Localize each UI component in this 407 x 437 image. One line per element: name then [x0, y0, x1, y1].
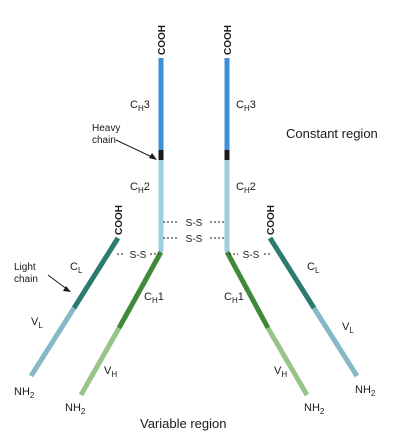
left-vh-label: VH: [104, 365, 117, 379]
right-vh-segment: [268, 328, 307, 395]
variable-region-label: Variable region: [140, 416, 226, 431]
right-heavy-nh2: NH2: [304, 402, 325, 416]
left-heavy-nh2: NH2: [65, 402, 86, 416]
right-light-nh2: NH2: [355, 384, 376, 398]
right-ch2-label: CH2: [236, 181, 256, 195]
disulfide-label-left-light: S-S: [130, 250, 147, 261]
disulfide-label-lower: S-S: [186, 234, 203, 245]
heavy-chain-callout-line2: chain: [92, 135, 116, 146]
right-cl-label: CL: [307, 261, 320, 275]
left-vh-segment: [81, 328, 119, 395]
right-vl-segment: [314, 308, 357, 376]
heavy-chain-callout-line1: Heavy: [92, 123, 120, 134]
left-heavy-cooh: COOH: [157, 25, 168, 55]
heavy-chain-arrow: [116, 140, 154, 158]
light-chain-callout-line2: chain: [14, 274, 38, 285]
left-light-cooh: COOH: [114, 205, 125, 235]
left-ch1-segment: [119, 252, 161, 328]
right-ch1-segment: [227, 252, 268, 328]
left-cl-label: CL: [70, 261, 83, 275]
disulfide-label-upper: S-S: [186, 218, 203, 229]
light-chain-callout-line1: Light: [14, 262, 36, 273]
right-ch3-label: CH3: [236, 99, 256, 113]
left-ch2-label: CH2: [130, 181, 150, 195]
disulfide-label-right-light: S-S: [243, 250, 260, 261]
left-vl-label: VL: [31, 316, 43, 330]
right-light-cooh: COOH: [266, 205, 277, 235]
right-ch1-label: CH1: [224, 291, 244, 305]
right-heavy-cooh: COOH: [223, 25, 234, 55]
right-vl-label: VL: [342, 321, 354, 335]
left-ch3-label: CH3: [130, 99, 150, 113]
heavy-chain-arrowhead-icon: [149, 153, 157, 160]
right-vh-label: VH: [274, 365, 287, 379]
right-cl-segment: [270, 238, 314, 308]
left-ch1-label: CH1: [144, 291, 164, 305]
constant-region-label: Constant region: [286, 126, 378, 141]
left-light-nh2: NH2: [14, 386, 35, 400]
